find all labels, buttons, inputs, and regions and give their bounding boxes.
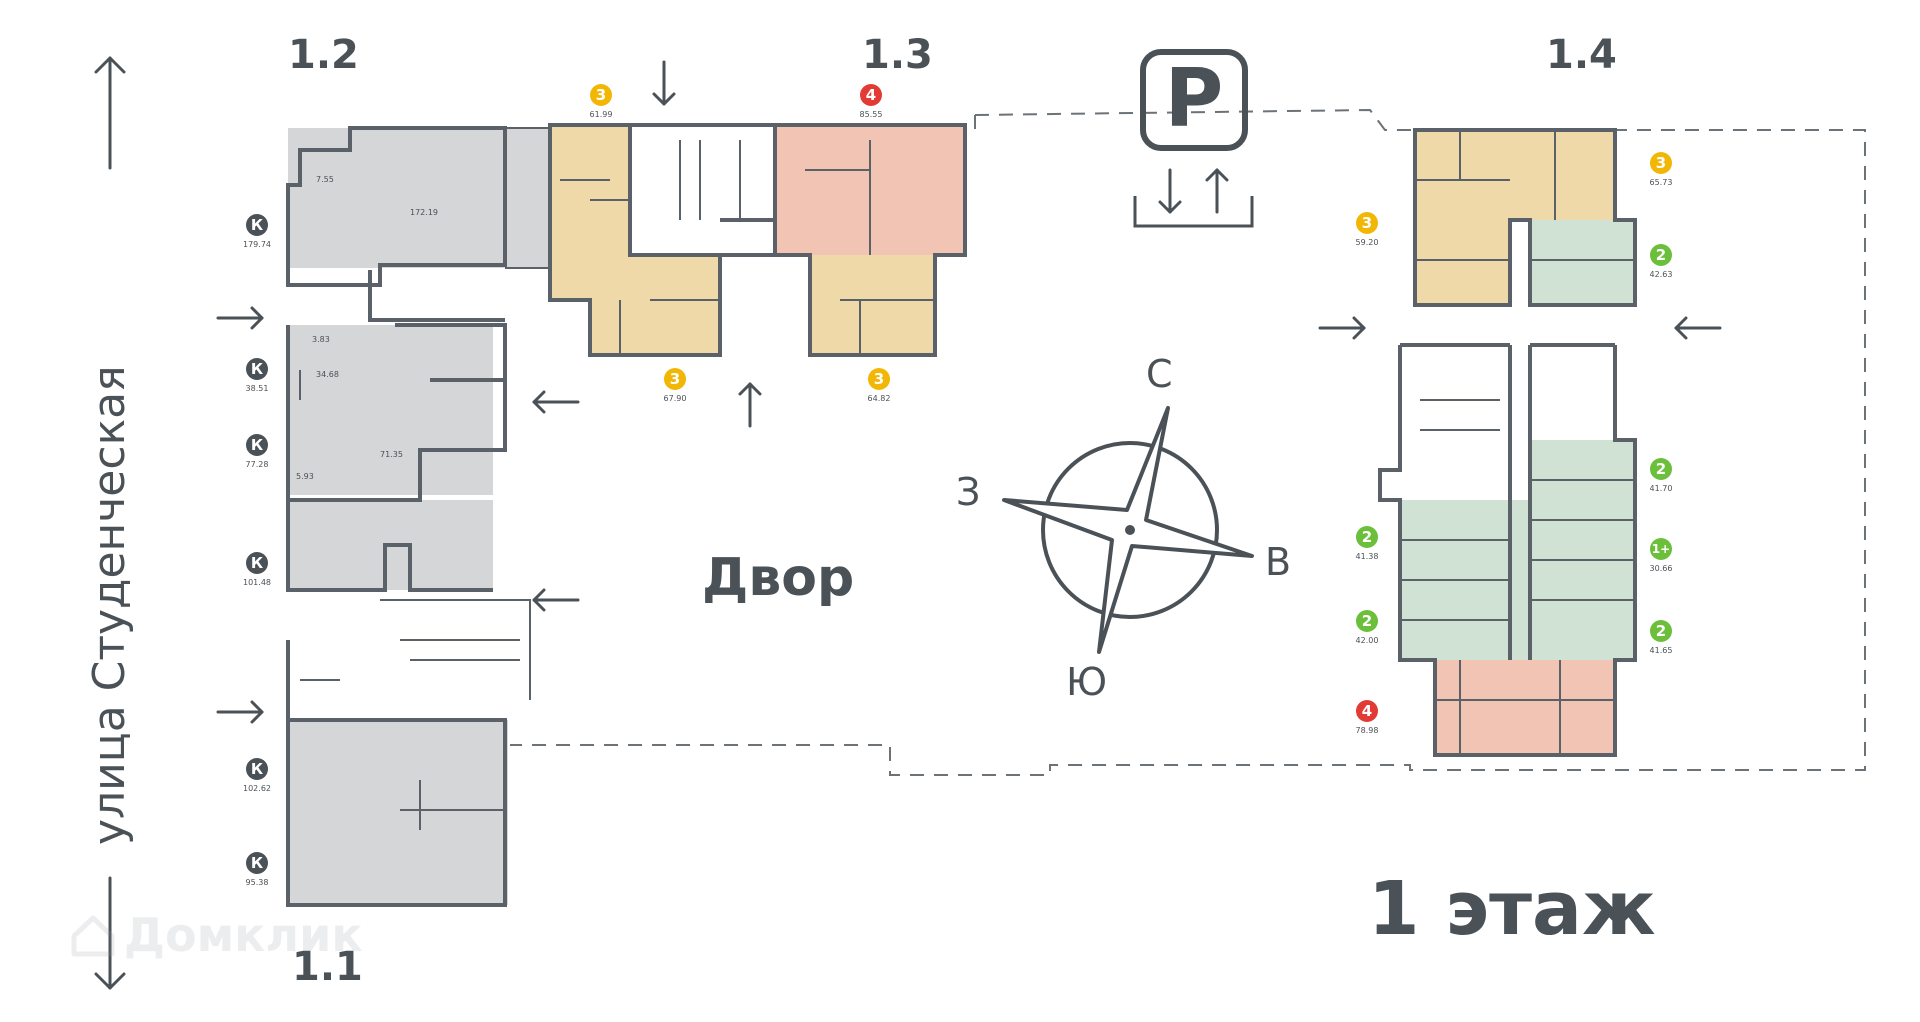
apartment-rooms-badge[interactable]: 2 (1650, 244, 1672, 266)
apartment-rooms-badge[interactable]: 4 (1356, 700, 1378, 722)
commercial-badge[interactable]: К (246, 852, 268, 874)
apartment-rooms-badge[interactable]: 3 (1356, 212, 1378, 234)
room-area: 3.83 (312, 335, 330, 344)
compass-south-label: Ю (1066, 660, 1108, 704)
commercial-area: 179.74 (243, 240, 271, 249)
apartment-rooms-badge[interactable]: 3 (868, 368, 890, 390)
watermark-text: Домклик (124, 908, 363, 962)
street-arrow-down (94, 876, 126, 990)
entry-arrows (216, 60, 1722, 724)
arrow-entry-1-4-left (1318, 316, 1366, 340)
section-1-4-block (1378, 128, 1637, 757)
apartment-area: 30.66 (1649, 564, 1673, 573)
floor-label: 1 этаж (1368, 866, 1656, 952)
room-area: 5.93 (296, 472, 314, 481)
apartment-area: 65.73 (1649, 178, 1673, 187)
apartment-rooms-badge[interactable]: 3 (1650, 152, 1672, 174)
section-label-1-1: 1.1 (292, 944, 363, 990)
section-label-1-3: 1.3 (862, 32, 933, 78)
compass-west-label: З (956, 470, 981, 514)
section-1-3-block (548, 123, 967, 357)
section-1-1-1-2-block (286, 126, 551, 907)
arrow-entry-courtyard-1 (532, 390, 580, 414)
commercial-badge[interactable]: К (246, 434, 268, 456)
apartment-area: 59.20 (1355, 238, 1379, 247)
apartment-rooms-badge[interactable]: 2 (1356, 526, 1378, 548)
apartment-area: 67.90 (663, 394, 687, 403)
watermark-house-icon (71, 915, 115, 957)
apartment-rooms-badge[interactable]: 3 (590, 84, 612, 106)
apartment-area: 78.98 (1355, 726, 1379, 735)
site-boundary (510, 108, 1866, 776)
apartment-area: 61.99 (589, 110, 613, 119)
apartment-area: 42.00 (1355, 636, 1379, 645)
compass-north-label: С (1146, 352, 1173, 396)
arrow-entry-courtyard-2 (532, 588, 580, 612)
commercial-badge[interactable]: К (246, 214, 268, 236)
arrow-entry-west-1 (216, 306, 264, 330)
apartment-area: 42.63 (1649, 270, 1673, 279)
commercial-area: 38.51 (245, 384, 269, 393)
room-area: 71.35 (380, 450, 403, 459)
arrow-entry-1-3-bottom (738, 382, 762, 428)
section-label-1-4: 1.4 (1546, 32, 1617, 78)
room-area: 34.68 (316, 370, 339, 379)
apartment-area: 85.55 (859, 110, 883, 119)
apartment-area: 41.38 (1355, 552, 1379, 561)
compass-east-label: В (1265, 540, 1292, 584)
arrow-entry-1-4-right (1674, 316, 1722, 340)
room-area: 7.55 (316, 175, 334, 184)
apartment-area: 41.70 (1649, 484, 1673, 493)
apartment-rooms-badge[interactable]: 2 (1356, 610, 1378, 632)
apartment-rooms-badge[interactable]: 3 (664, 368, 686, 390)
room-area: 172.19 (410, 208, 438, 217)
apartment-rooms-badge[interactable]: 4 (860, 84, 882, 106)
parking-letter: P (1164, 52, 1224, 145)
apartment-area: 64.82 (867, 394, 891, 403)
yard-label: Двор (702, 548, 855, 608)
commercial-area: 95.38 (245, 878, 269, 887)
commercial-area: 101.48 (243, 578, 271, 587)
parking-sign (1133, 49, 1254, 228)
apartment-area: 41.65 (1649, 646, 1673, 655)
commercial-badge[interactable]: К (246, 758, 268, 780)
arrow-entry-1-3-top (652, 60, 676, 106)
compass-rose (1002, 406, 1254, 654)
apartment-rooms-badge[interactable]: 2 (1650, 458, 1672, 480)
apartment-rooms-badge[interactable]: 2 (1650, 620, 1672, 642)
watermark: Домклик (70, 908, 363, 962)
commercial-badge[interactable]: К (246, 358, 268, 380)
commercial-area: 102.62 (243, 784, 271, 793)
street-arrows (94, 56, 126, 990)
commercial-area: 77.28 (245, 460, 269, 469)
commercial-badge[interactable]: К (246, 552, 268, 574)
street-name-container: улица Студенческая (84, 365, 135, 845)
section-label-1-2: 1.2 (288, 32, 359, 78)
arrow-entry-west-2 (216, 700, 264, 724)
apartment-rooms-badge[interactable]: 1+ (1650, 538, 1672, 560)
street-arrow-up (94, 56, 126, 170)
street-name: улица Студенческая (84, 365, 135, 845)
